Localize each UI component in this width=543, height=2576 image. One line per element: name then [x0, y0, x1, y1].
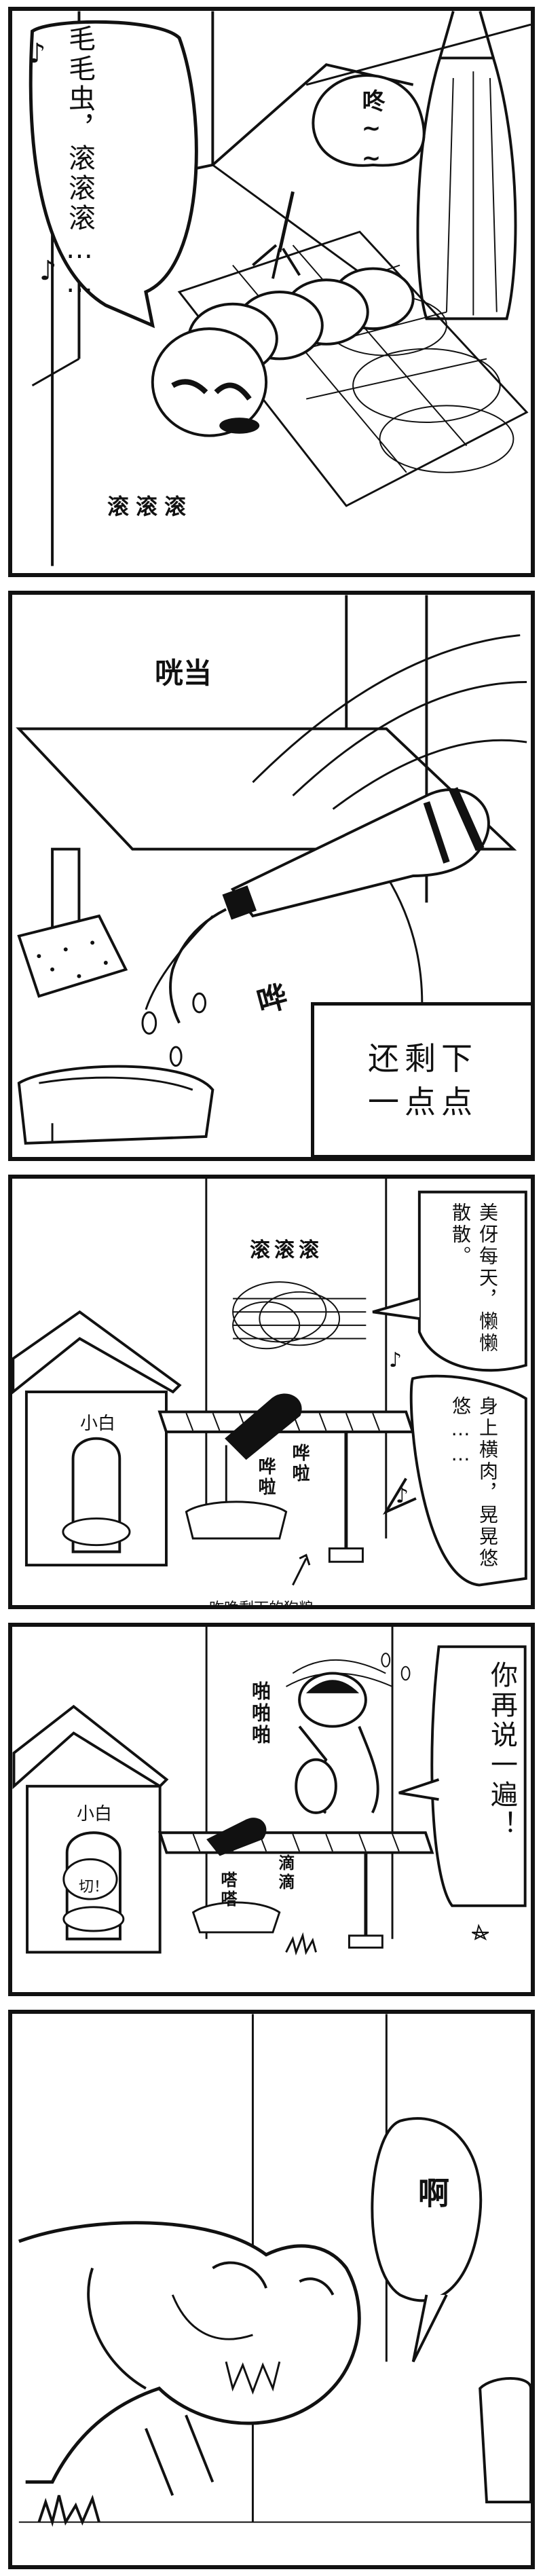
caption-line-2: 一点点: [368, 1084, 478, 1120]
music-note: ♪: [29, 38, 46, 69]
comic-panel-2: 咣当 哗 还剩下 一点点: [8, 591, 535, 1161]
speech-line-2: 滚滚……: [64, 174, 95, 301]
comic-panel-5: 啊: [8, 2010, 535, 2569]
panel-2-art: [16, 595, 527, 1145]
speech-narration-b: 身上横肉，晃晃悠悠……: [447, 1396, 501, 1572]
speech-b-line-2: 晃晃悠悠……: [449, 1396, 499, 1570]
sfx-pour-1: 哗啦: [255, 1457, 276, 1498]
comic-panel-4: 小白 切！ 啪啪啪 嗒嗒 滴滴 你再说一遍！: [8, 1623, 535, 1996]
doghouse-sign-4: 小白: [77, 1804, 113, 1824]
music-note-2: ♪: [39, 255, 57, 287]
caption-line-1: 还剩下: [368, 1040, 478, 1077]
sfx-drip-2: 滴滴: [276, 1854, 295, 1892]
speech-caterpillar: 毛毛虫，滚滚滚……: [60, 24, 99, 316]
speech-b-line-1: 身上横肉，: [476, 1396, 499, 1505]
sfx-ticking: 咚~~: [358, 89, 385, 174]
sfx-rolling-3: 滚滚滚: [250, 1238, 323, 1262]
sfx-bang: 咣当: [155, 656, 212, 691]
panel-4-art: [12, 1627, 527, 1956]
panel-5-art: [18, 2014, 531, 2527]
speech-narration-a: 美伢每天，懒懒散散。: [447, 1202, 501, 1365]
speech-dog: 啊: [413, 2177, 450, 2211]
comic-panel-3: 滚滚滚 小白 哗啦 哗啦 昨晚剩下的狗粮 美伢每天，懒懒散散。 身上横肉，晃晃悠…: [8, 1175, 535, 1609]
doghouse-sign: 小白: [80, 1414, 116, 1434]
speech-a-line-1: 美伢每天，: [476, 1202, 499, 1311]
sfx-rolling: 滚滚滚: [107, 494, 193, 519]
panel-1-art: [29, 11, 531, 566]
sfx-slap: 啪啪啪: [249, 1681, 272, 1746]
panel-3-art: [12, 1179, 527, 1587]
sfx-drip: 嗒嗒: [218, 1871, 237, 1909]
speech-mom-angry: 你再说一遍！: [486, 1661, 517, 1840]
narration-box: 还剩下 一点点: [311, 1002, 531, 1157]
music-note-3: ♪: [389, 1348, 402, 1372]
label-leftover-food: 昨晚剩下的狗粮: [209, 1600, 314, 1609]
sfx-pour-2: 哗啦: [289, 1443, 310, 1484]
sfx-bang-text: 咣当: [155, 657, 212, 690]
speech-a-line-2: 懒懒散散。: [449, 1202, 499, 1355]
dog-thought: 切！: [79, 1879, 109, 1896]
comic-panel-1: 毛毛虫，滚滚滚…… ♪ ♪ 咚~~ 滚滚滚: [8, 7, 535, 577]
speech-line-1: 毛毛虫，滚: [64, 24, 95, 174]
music-note-4: ♪: [396, 1484, 409, 1508]
